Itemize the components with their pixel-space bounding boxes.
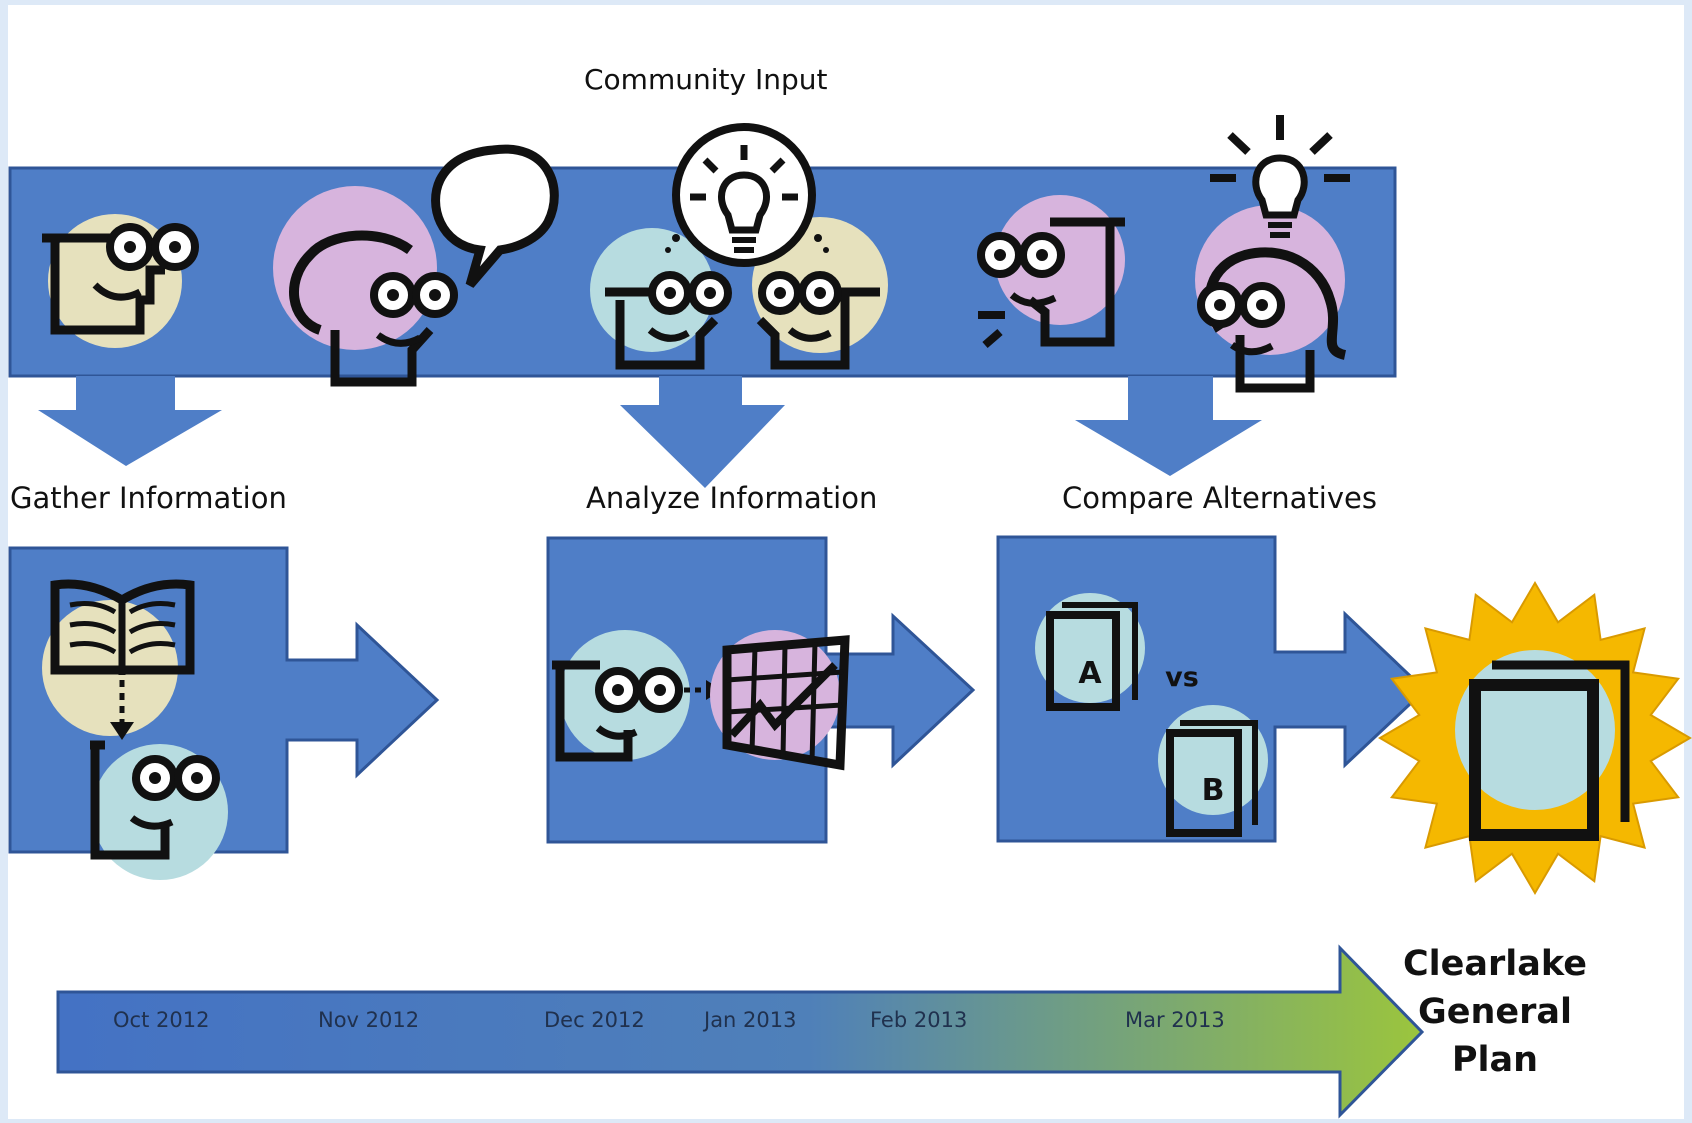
timeline-month: Nov 2012	[318, 1008, 420, 1032]
person-icon	[977, 195, 1125, 349]
timeline-month: Oct 2012	[113, 1008, 210, 1032]
document-icon: B	[1158, 705, 1268, 837]
final-line: General	[1418, 992, 1572, 1032]
community-input-label: Community Input	[584, 63, 828, 96]
phase-label-compare: Compare Alternatives	[1062, 481, 1377, 515]
arrow-down-icon	[110, 680, 134, 740]
document-icon: A	[1035, 593, 1145, 711]
document-icon	[1455, 650, 1630, 841]
gather-down-arrow	[38, 376, 222, 466]
compare-down-arrow	[1075, 376, 1262, 476]
analyze-down-arrow	[620, 376, 785, 488]
final-line: Clearlake	[1403, 944, 1587, 984]
person-icon	[42, 214, 199, 348]
speech-bubble-icon	[431, 144, 559, 288]
phase-label-analyze: Analyze Information	[586, 481, 878, 515]
person-icon	[552, 630, 722, 762]
lightbulb-icon	[1210, 115, 1350, 238]
timeline-arrow	[56, 944, 1425, 1119]
book-icon	[42, 579, 195, 736]
chart-icon	[710, 630, 850, 771]
person-icon	[590, 228, 732, 370]
option-b-label: B	[1202, 773, 1225, 808]
versus-label: vs	[1165, 662, 1199, 693]
timeline-month: Dec 2012	[544, 1008, 645, 1032]
person-icon	[273, 186, 458, 387]
lightbulb-icon	[665, 123, 829, 267]
timeline-month: Mar 2013	[1125, 1008, 1225, 1032]
timeline-month: Feb 2013	[870, 1008, 968, 1032]
person-icon	[90, 740, 228, 880]
person-icon	[1195, 205, 1347, 393]
final-line: Plan	[1451, 1040, 1539, 1080]
timeline-month: Jan 2013	[704, 1008, 797, 1032]
phase-label-gather: Gather Information	[10, 481, 287, 515]
option-a-label: A	[1078, 656, 1102, 691]
final-plan-label: Clearlake General Plan	[1395, 940, 1595, 1084]
